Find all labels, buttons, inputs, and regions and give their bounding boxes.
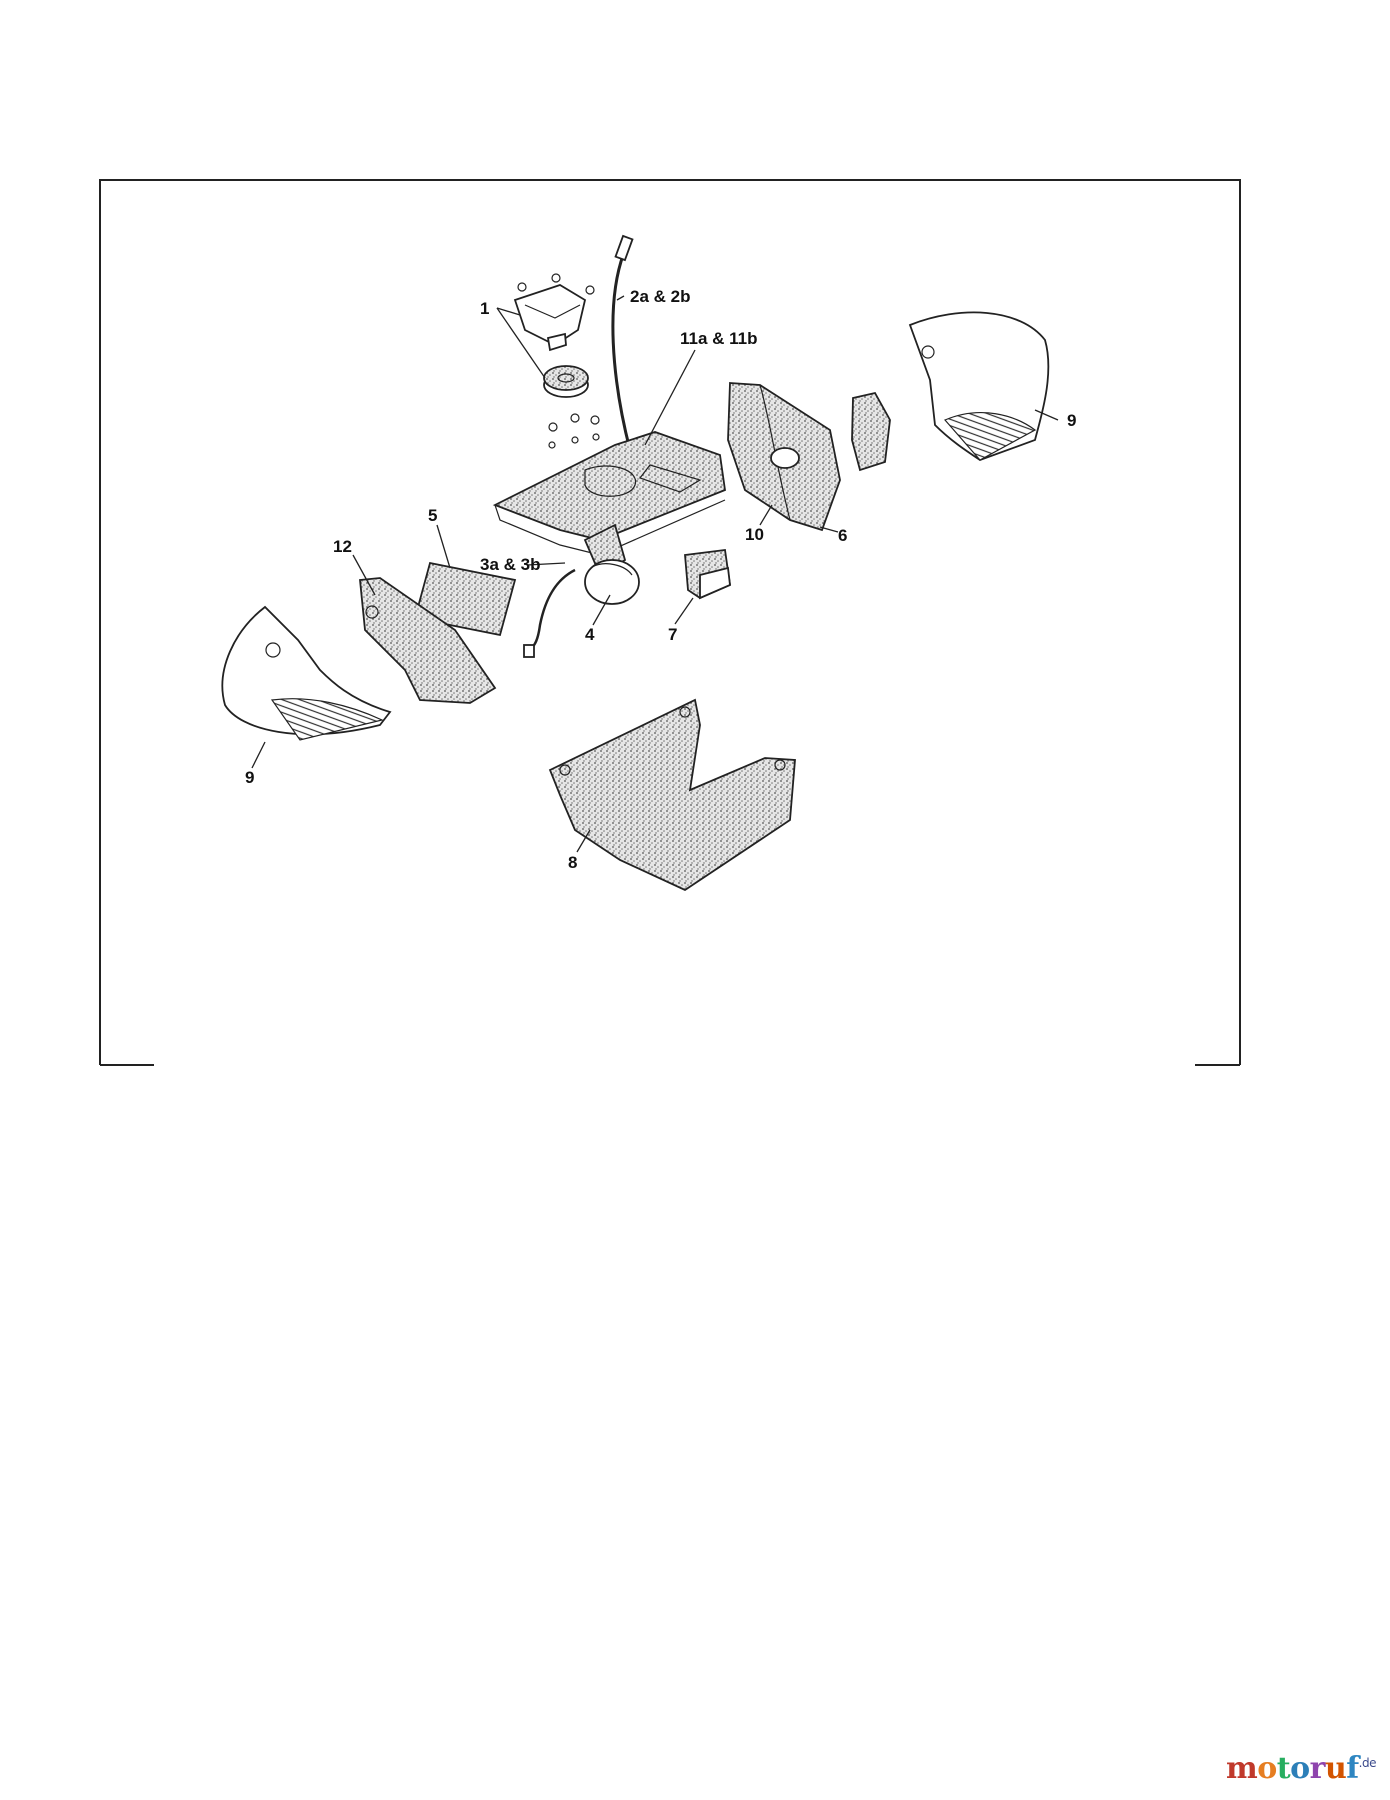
callout-9-right: 9 <box>1067 411 1076 430</box>
part-12-drawing <box>359 577 497 704</box>
watermark-letter: m <box>1226 1751 1258 1786</box>
part-3-drawing <box>523 568 576 658</box>
watermark-letter: o <box>1257 1751 1277 1786</box>
part-9-left-drawing <box>221 605 392 741</box>
watermark-logo: motoruf.de <box>1226 1751 1377 1786</box>
part-7-drawing <box>684 548 731 600</box>
callout-7: 7 <box>668 625 677 644</box>
part-4-drawing <box>583 523 640 605</box>
watermark-letter: t <box>1276 1751 1291 1786</box>
diagram-frame <box>99 179 1241 1066</box>
callout-3: 3a & 3b <box>480 555 540 574</box>
callout-6: 6 <box>838 526 847 545</box>
part-1-drawing <box>513 273 600 449</box>
callout-5: 5 <box>428 506 437 525</box>
callouts: 1 2a & 2b 11a & 11b 9 5 12 10 6 3a & 3b … <box>245 287 1076 872</box>
part-2-drawing <box>611 234 634 451</box>
watermark-letter: r <box>1309 1751 1326 1786</box>
lens-panel-drawing <box>851 391 891 472</box>
part-6-drawing <box>727 382 841 532</box>
callout-4: 4 <box>585 625 595 644</box>
callout-10: 10 <box>745 525 764 544</box>
watermark-letter: u <box>1324 1751 1347 1786</box>
callout-1: 1 <box>480 299 489 318</box>
watermark-letter: o <box>1290 1751 1310 1786</box>
callout-12: 12 <box>333 537 352 556</box>
callout-9-left: 9 <box>245 768 254 787</box>
chassis-drawing <box>492 431 726 556</box>
part-5-drawing <box>413 561 517 637</box>
part-8-drawing <box>548 698 796 892</box>
watermark-letter: f <box>1346 1751 1359 1786</box>
callout-8: 8 <box>568 853 577 872</box>
part-9-right-drawing <box>908 311 1050 462</box>
leader-lines <box>251 295 1059 853</box>
callout-2: 2a & 2b <box>630 287 690 306</box>
callout-11: 11a & 11b <box>680 329 758 348</box>
